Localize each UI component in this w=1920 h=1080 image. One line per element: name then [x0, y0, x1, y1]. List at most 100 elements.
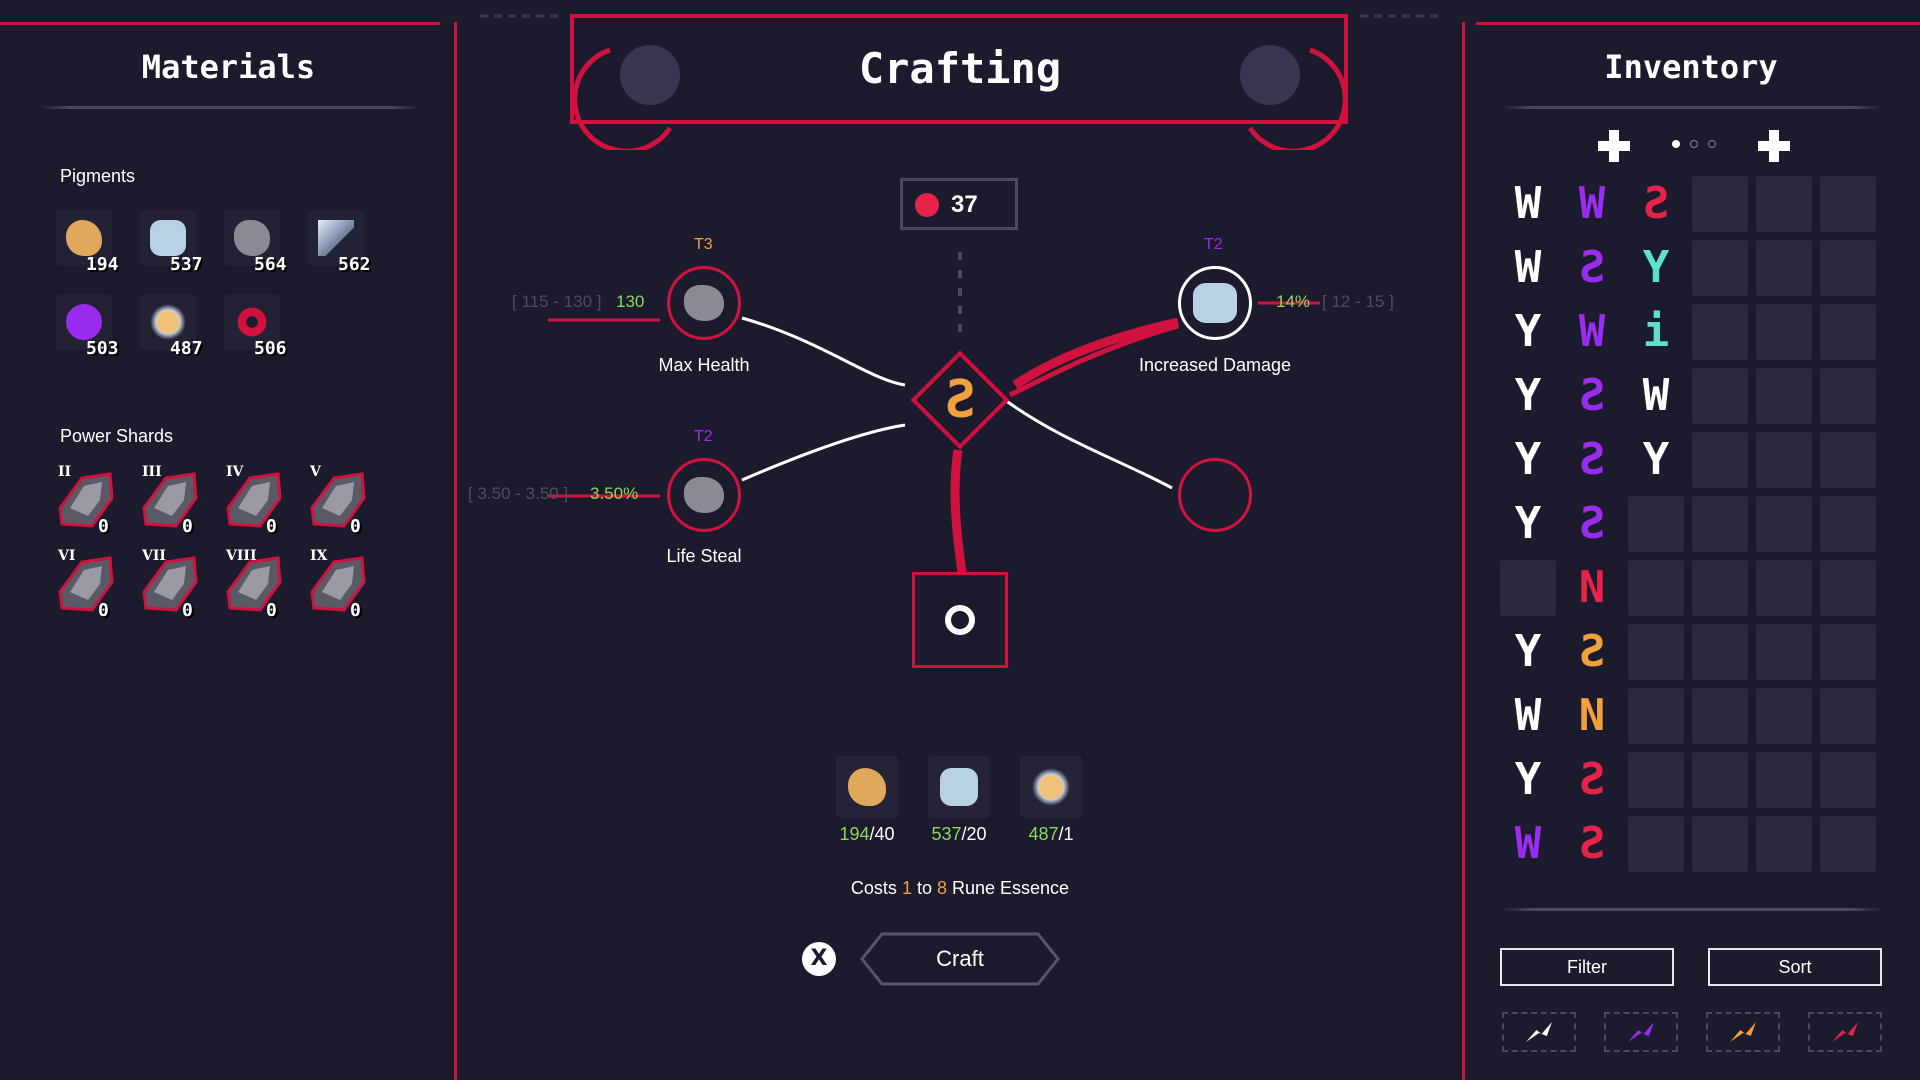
- inventory-empty-slot[interactable]: [1820, 368, 1876, 424]
- page-dot-3[interactable]: [1708, 140, 1716, 148]
- inventory-rune-slot[interactable]: Y: [1628, 240, 1684, 296]
- inventory-rune-slot[interactable]: Y: [1500, 368, 1556, 424]
- inventory-rune-slot[interactable]: W: [1500, 688, 1556, 744]
- inventory-empty-slot[interactable]: [1692, 752, 1748, 808]
- rune-filter-button[interactable]: [1604, 1012, 1678, 1052]
- inventory-empty-slot[interactable]: [1692, 368, 1748, 424]
- inventory-empty-slot[interactable]: [1692, 496, 1748, 552]
- inventory-empty-slot[interactable]: [1756, 240, 1812, 296]
- inventory-empty-slot[interactable]: [1820, 752, 1876, 808]
- power-shard-slot[interactable]: [52, 468, 114, 528]
- inventory-empty-slot[interactable]: [1628, 752, 1684, 808]
- inventory-rune-slot[interactable]: Ƨ: [1628, 176, 1684, 232]
- inventory-rune-slot[interactable]: Y: [1500, 496, 1556, 552]
- empty-affix-node[interactable]: [1178, 458, 1252, 532]
- inventory-rune-slot[interactable]: Ƨ: [1564, 496, 1620, 552]
- power-shard-slot[interactable]: [304, 552, 366, 612]
- inventory-empty-slot[interactable]: [1756, 176, 1812, 232]
- inventory-empty-slot[interactable]: [1692, 688, 1748, 744]
- increased-damage-node[interactable]: [1178, 266, 1252, 340]
- inventory-empty-slot[interactable]: [1820, 496, 1876, 552]
- inventory-empty-slot[interactable]: [1692, 304, 1748, 360]
- power-shard-slot[interactable]: [136, 552, 198, 612]
- cancel-button[interactable]: X: [802, 942, 836, 976]
- inventory-rune-slot[interactable]: W: [1500, 816, 1556, 872]
- next-page-button[interactable]: [1758, 130, 1790, 162]
- inventory-empty-slot[interactable]: [1820, 432, 1876, 488]
- inventory-empty-slot[interactable]: [1500, 560, 1556, 616]
- pigment-slot[interactable]: [224, 294, 280, 350]
- power-shard-slot[interactable]: [52, 552, 114, 612]
- inventory-empty-slot[interactable]: [1692, 624, 1748, 680]
- craft-button[interactable]: Craft: [860, 932, 1060, 986]
- central-rune-socket[interactable]: Ƨ: [910, 350, 1010, 450]
- inventory-rune-slot[interactable]: W: [1500, 240, 1556, 296]
- page-dot-1[interactable]: [1672, 140, 1680, 148]
- rune-filter-button[interactable]: [1706, 1012, 1780, 1052]
- inventory-empty-slot[interactable]: [1820, 688, 1876, 744]
- inventory-rune-slot[interactable]: Ƨ: [1564, 624, 1620, 680]
- inventory-rune-slot[interactable]: Y: [1628, 432, 1684, 488]
- inventory-empty-slot[interactable]: [1628, 560, 1684, 616]
- inventory-empty-slot[interactable]: [1820, 816, 1876, 872]
- inventory-rune-slot[interactable]: Y: [1500, 752, 1556, 808]
- inventory-empty-slot[interactable]: [1756, 304, 1812, 360]
- inventory-empty-slot[interactable]: [1756, 560, 1812, 616]
- rune-filter-button[interactable]: [1808, 1012, 1882, 1052]
- inventory-empty-slot[interactable]: [1692, 816, 1748, 872]
- page-dot-2[interactable]: [1690, 140, 1698, 148]
- inventory-rune-slot[interactable]: Y: [1500, 624, 1556, 680]
- life-steal-node[interactable]: [667, 458, 741, 532]
- inventory-empty-slot[interactable]: [1820, 304, 1876, 360]
- power-shard-slot[interactable]: [304, 468, 366, 528]
- pigment-slot[interactable]: [140, 294, 196, 350]
- inventory-empty-slot[interactable]: [1628, 624, 1684, 680]
- inventory-empty-slot[interactable]: [1820, 176, 1876, 232]
- inventory-rune-slot[interactable]: Ƨ: [1564, 368, 1620, 424]
- pigment-slot[interactable]: [56, 294, 112, 350]
- power-shard-slot[interactable]: [136, 468, 198, 528]
- inventory-empty-slot[interactable]: [1628, 688, 1684, 744]
- pigment-slot[interactable]: [224, 210, 280, 266]
- inventory-empty-slot[interactable]: [1756, 432, 1812, 488]
- inventory-rune-slot[interactable]: Y: [1500, 432, 1556, 488]
- inventory-rune-slot[interactable]: Y: [1500, 304, 1556, 360]
- filter-button[interactable]: Filter: [1500, 948, 1674, 986]
- inventory-empty-slot[interactable]: [1756, 752, 1812, 808]
- inventory-empty-slot[interactable]: [1756, 816, 1812, 872]
- pigment-slot[interactable]: [308, 210, 364, 266]
- inventory-empty-slot[interactable]: [1692, 176, 1748, 232]
- inventory-rune-slot[interactable]: W: [1564, 176, 1620, 232]
- inventory-rune-slot[interactable]: Ƨ: [1564, 432, 1620, 488]
- inventory-empty-slot[interactable]: [1756, 624, 1812, 680]
- inventory-rune-slot[interactable]: W: [1500, 176, 1556, 232]
- pigment-slot[interactable]: [56, 210, 112, 266]
- inventory-empty-slot[interactable]: [1628, 816, 1684, 872]
- inventory-empty-slot[interactable]: [1756, 688, 1812, 744]
- sort-button[interactable]: Sort: [1708, 948, 1882, 986]
- inventory-empty-slot[interactable]: [1692, 432, 1748, 488]
- inventory-rune-slot[interactable]: Ƨ: [1564, 816, 1620, 872]
- inventory-empty-slot[interactable]: [1820, 560, 1876, 616]
- inventory-rune-slot[interactable]: N: [1564, 688, 1620, 744]
- inventory-empty-slot[interactable]: [1756, 496, 1812, 552]
- inventory-empty-slot[interactable]: [1756, 368, 1812, 424]
- inventory-rune-slot[interactable]: Ƨ: [1564, 752, 1620, 808]
- inventory-rune-slot[interactable]: Ƨ: [1564, 240, 1620, 296]
- prev-page-button[interactable]: [1598, 130, 1630, 162]
- power-shard-slot[interactable]: [220, 552, 282, 612]
- rune-filter-button[interactable]: [1502, 1012, 1576, 1052]
- inventory-rune-slot[interactable]: i: [1628, 304, 1684, 360]
- reroll-socket[interactable]: [912, 572, 1008, 668]
- inventory-rune-slot[interactable]: N: [1564, 560, 1620, 616]
- inventory-empty-slot[interactable]: [1820, 624, 1876, 680]
- inventory-empty-slot[interactable]: [1692, 240, 1748, 296]
- pigment-slot[interactable]: [140, 210, 196, 266]
- power-shard-slot[interactable]: [220, 468, 282, 528]
- inventory-rune-slot[interactable]: W: [1628, 368, 1684, 424]
- max-health-node[interactable]: [667, 266, 741, 340]
- inventory-empty-slot[interactable]: [1692, 560, 1748, 616]
- inventory-empty-slot[interactable]: [1628, 496, 1684, 552]
- inventory-rune-slot[interactable]: W: [1564, 304, 1620, 360]
- inventory-empty-slot[interactable]: [1820, 240, 1876, 296]
